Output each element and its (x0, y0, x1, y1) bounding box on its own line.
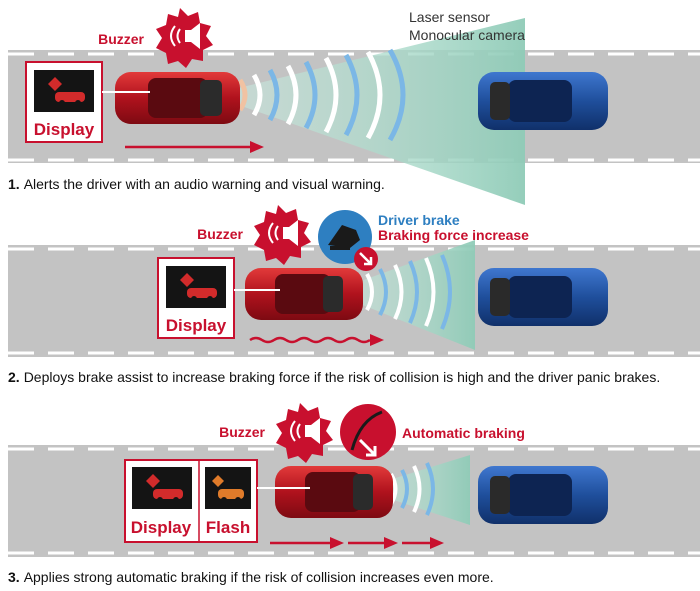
sensor-waves-1 (225, 48, 406, 142)
target-car-1 (478, 72, 608, 130)
display-label-1: Display (34, 120, 95, 139)
flash-label: Flash (206, 518, 250, 537)
buzzer-label-2: Buzzer (197, 226, 243, 242)
laser-sensor-label: Laser sensor (409, 9, 490, 25)
brake-pedal-line-icon (350, 410, 383, 451)
target-car-3 (478, 466, 608, 524)
motion-arrow-3 (270, 537, 444, 549)
display-label-3: Display (131, 518, 192, 537)
panel-1: Display Buzzer Laser sensor Monocular ca… (8, 8, 700, 205)
sensor-cone-1 (210, 18, 525, 205)
auto-brake-badge (340, 404, 396, 460)
motion-arrow-1 (125, 141, 264, 153)
host-car-2 (245, 268, 363, 320)
driver-brake-label: Driver brake (378, 212, 460, 228)
display-box-2: Display (157, 257, 235, 339)
caption-text-3: Applies strong automatic braking if the … (24, 569, 494, 585)
caption-1: 1.Alerts the driver with an audio warnin… (8, 176, 385, 192)
speaker-icon-3 (290, 418, 320, 444)
brake-arrow-icon (358, 438, 377, 457)
brake-pedal-icon (328, 225, 360, 248)
display-label-2: Display (166, 316, 227, 335)
buzzer-label-1: Buzzer (98, 31, 144, 47)
braking-force-label: Braking force increase (378, 227, 529, 243)
host-car-3 (275, 466, 393, 518)
motion-arrow-2 (249, 334, 384, 346)
caption-text-1: Alerts the driver with an audio warning … (24, 176, 385, 192)
caption-num-3: 3. (8, 569, 20, 585)
buzzer-label-3: Buzzer (219, 424, 265, 440)
caption-text-2: Deploys brake assist to increase braking… (24, 369, 661, 385)
buzzer-1: Buzzer (98, 8, 213, 68)
speaker-burst-icon-2 (254, 205, 311, 265)
sensor-cone-3 (360, 455, 470, 525)
speaker-burst-icon-3 (276, 403, 333, 463)
speaker-icon-1 (170, 23, 200, 49)
host-car-1 (115, 72, 240, 124)
speaker-icon-2 (268, 220, 298, 246)
display-box-1: Display (25, 61, 103, 143)
caption-num-1: 1. (8, 176, 20, 192)
display-box-3: Display Flash (124, 459, 258, 543)
monocular-camera-label: Monocular camera (409, 27, 525, 43)
panel-2: Display Buzzer Driver brake Braking forc… (8, 205, 700, 385)
caption-num-2: 2. (8, 369, 20, 385)
panel-3: Display Flash Buzzer Automatic braking (8, 403, 700, 585)
target-car-2 (478, 268, 608, 326)
buzzer-2: Buzzer (197, 205, 311, 265)
caption-2: 2.Deploys brake assist to increase braki… (8, 369, 660, 385)
caption-3: 3.Applies strong automatic braking if th… (8, 569, 494, 585)
force-arrow-icon (359, 252, 373, 266)
speaker-burst-icon-1 (156, 8, 213, 68)
buzzer-3: Buzzer (219, 403, 333, 463)
driver-brake-badge (318, 210, 378, 271)
automatic-braking-label: Automatic braking (402, 425, 525, 441)
